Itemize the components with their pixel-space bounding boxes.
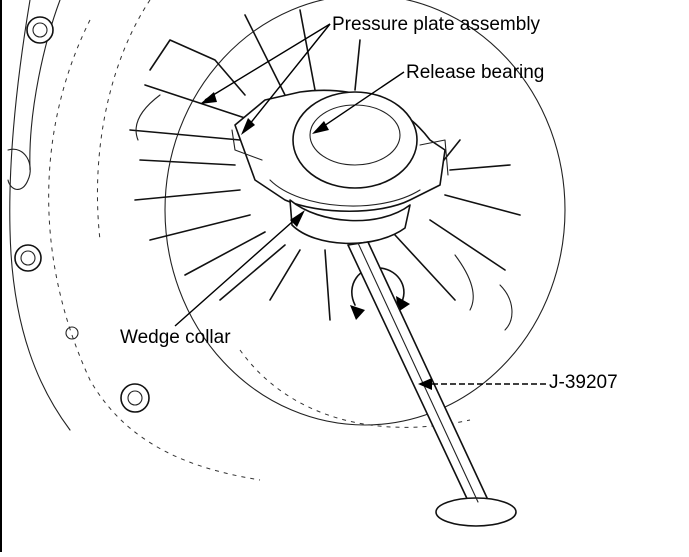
leader-wedge-collar [174, 210, 305, 327]
leader-release-bearing [312, 71, 405, 134]
tool-number-label: J-39207 [549, 372, 618, 393]
housing-bolt [65, 326, 79, 340]
diaphragm-spring-fingers [129, 9, 521, 331]
housing-bolt [26, 16, 54, 44]
release-bearing [231, 89, 449, 213]
pressure-plate-disc [164, 0, 566, 426]
housing-bolt [14, 244, 42, 272]
wedge-collar-label: Wedge collar [120, 327, 231, 348]
leader-tool [418, 378, 546, 390]
tool-j39207 [347, 241, 517, 527]
flywheel-housing [9, 0, 71, 431]
pressure-plate-label: Pressure plate assembly [332, 14, 541, 35]
housing-bolt [120, 383, 150, 413]
release-bearing-label: Release bearing [406, 62, 545, 83]
leader-pressure-plate [200, 23, 331, 135]
left-border [0, 0, 2, 552]
wedge-collar [289, 199, 411, 245]
